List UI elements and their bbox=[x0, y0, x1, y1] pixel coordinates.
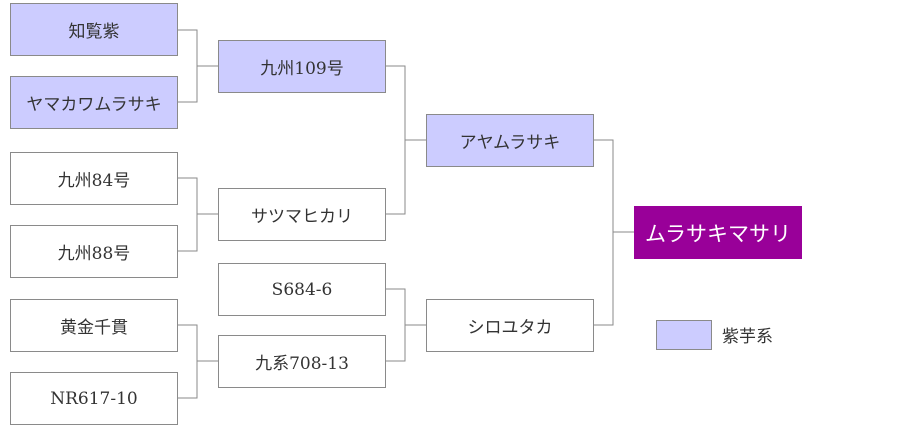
node-label: 九州109号 bbox=[260, 59, 344, 79]
node-yamakawa-murasaki: ヤマカワムラサキ bbox=[10, 76, 178, 129]
node-ayamurasaki: アヤムラサキ bbox=[426, 114, 594, 167]
legend-label-purple: 紫芋系 bbox=[722, 327, 773, 347]
node-label: ムラサキマサリ bbox=[645, 221, 791, 246]
node-murasaki-masari: ムラサキマサリ bbox=[634, 206, 802, 259]
connector-kyushu109-satsumahikari bbox=[386, 65, 406, 215]
connector-s684-kyuukei708 bbox=[386, 288, 406, 362]
node-kyuukei-708-13: 九系708-13 bbox=[218, 335, 386, 388]
node-kyushu-109: 九州109号 bbox=[218, 40, 386, 93]
legend-swatch-purple bbox=[656, 320, 712, 350]
node-nr617-10: NR617-10 bbox=[10, 372, 178, 425]
node-label: ヤマカワムラサキ bbox=[26, 95, 162, 115]
node-label: 黄金千貫 bbox=[60, 318, 128, 338]
connector-ayamurasaki-shiroyutaka bbox=[594, 139, 614, 326]
node-label: NR617-10 bbox=[50, 388, 138, 409]
connector-kyushu84-88 bbox=[178, 177, 198, 252]
node-label: 知覧紫 bbox=[68, 22, 120, 42]
node-kyushu-84: 九州84号 bbox=[10, 152, 178, 205]
node-label: シロユタカ bbox=[467, 318, 553, 338]
node-label: サツマヒカリ bbox=[251, 207, 353, 227]
node-label: 九州84号 bbox=[57, 171, 131, 191]
node-label: アヤムラサキ bbox=[459, 133, 561, 153]
node-koganesengan: 黄金千貫 bbox=[10, 299, 178, 352]
node-label: 九州88号 bbox=[57, 244, 131, 264]
node-satsuma-hikari: サツマヒカリ bbox=[218, 188, 386, 241]
node-label: S684-6 bbox=[271, 279, 333, 300]
node-shiroyutaka: シロユタカ bbox=[426, 299, 594, 352]
connector-koganesengan-nr617 bbox=[178, 324, 198, 399]
node-label: 九系708-13 bbox=[255, 354, 349, 374]
connector-chiran-yamakawa bbox=[178, 29, 198, 103]
node-s684-6: S684-6 bbox=[218, 263, 386, 316]
node-chiran-murasaki: 知覧紫 bbox=[10, 3, 178, 56]
node-kyushu-88: 九州88号 bbox=[10, 225, 178, 278]
